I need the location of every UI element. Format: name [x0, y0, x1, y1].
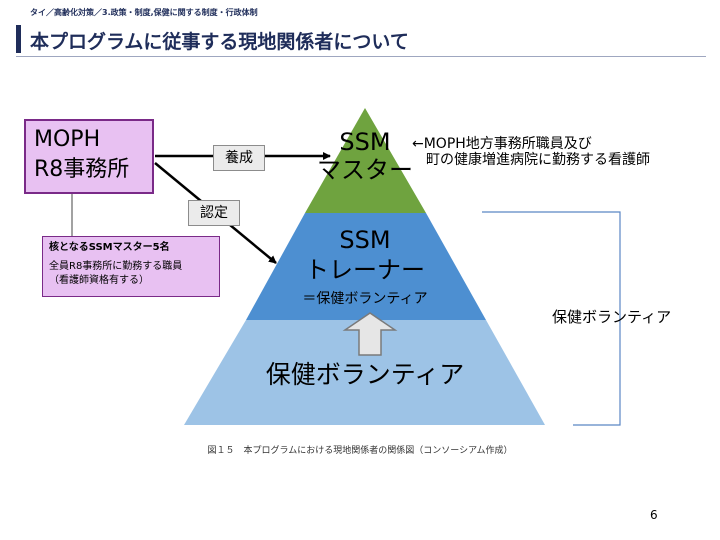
- tier-middle-line1: SSM: [339, 226, 391, 254]
- pyramid-middle-tier: [246, 213, 486, 320]
- tier-top-line2: マスター: [317, 156, 413, 184]
- pyramid-bottom-tier: [184, 320, 545, 425]
- tier-bottom-label: 保健ボランティア: [265, 360, 465, 389]
- label-nintei: 認定: [188, 200, 240, 226]
- moph-box-line1: MOPH: [34, 127, 101, 152]
- moph-note: ←MOPH地方事務所職員及び 町の健康増進病院に勤務する看護師: [412, 136, 650, 168]
- figure-caption: 図１５ 本プログラムにおける現地関係者の関係図（コンソーシアム作成）: [207, 446, 513, 456]
- bracket-label: 保健ボランティア: [552, 308, 672, 326]
- moph-r8-office-box: MOPH R8事務所: [24, 119, 154, 194]
- label-yosei: 養成: [213, 145, 265, 171]
- core-box-line1: 全員R8事務所に勤務する職員: [49, 261, 183, 272]
- moph-note-line2: 町の健康増進病院に勤務する看護師: [412, 152, 650, 168]
- up-arrow-icon: [342, 312, 398, 356]
- core-box-line2: （看護師資格有する）: [49, 275, 149, 286]
- title-accent-bar: [16, 25, 21, 53]
- tier-middle-label: SSM トレーナー: [280, 225, 450, 285]
- core-box-title: 核となるSSMマスター5名: [49, 242, 170, 253]
- moph-note-line1: ←MOPH地方事務所職員及び: [412, 136, 592, 152]
- header-divider: [16, 56, 706, 57]
- tier-top-label: SSM マスター: [305, 128, 425, 184]
- page-title: 本プログラムに従事する現地関係者について: [30, 31, 409, 53]
- moph-box-line2: R8事務所: [34, 157, 130, 182]
- tier-top-line1: SSM: [339, 128, 391, 156]
- core-ssm-master-box: 核となるSSMマスター5名 全員R8事務所に勤務する職員 （看護師資格有する）: [42, 236, 220, 297]
- tier-middle-line2: トレーナー: [305, 256, 425, 284]
- tier-middle-sublabel: ＝保健ボランティア: [302, 291, 428, 307]
- pyramid-top-tier: [305, 108, 426, 213]
- breadcrumb: タイ／高齢化対策／3.政策・制度,保健に関する制度・行政体制: [30, 8, 258, 17]
- page-number: 6: [650, 508, 658, 522]
- volunteer-bracket: [482, 211, 621, 426]
